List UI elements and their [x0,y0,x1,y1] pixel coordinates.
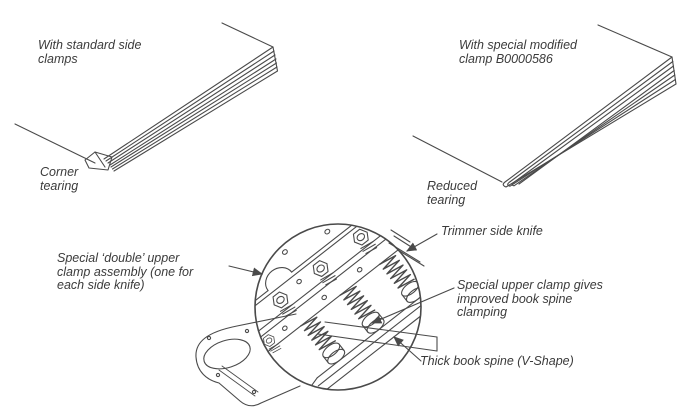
label-double-clamp-assembly: Special ‘double’ upper clamp assembly (o… [57,251,194,292]
leader-arrows [228,233,455,362]
label-standard-clamps: With standard side clamps [38,38,142,66]
clamp-foot-bar [308,266,421,390]
book-modified-drawing [412,24,677,188]
label-corner-tearing: Corner tearing [40,165,79,193]
torn-corner-detail [84,151,113,171]
label-thick-book-spine: Thick book spine (V-Shape) [420,354,574,368]
arrow-upper-clamp [370,287,455,324]
arrow-double-clamp [228,265,264,277]
book-spine-bar [317,321,438,352]
detail-circle-outline [254,223,422,391]
arrow-book-spine [393,336,422,362]
book-standard-drawing [14,22,279,172]
label-modified-clamp: With special modified clamp B0000586 [459,38,577,66]
label-trimmer-side-knife: Trimmer side knife [441,224,543,238]
arrow-trimmer-knife [406,233,438,252]
label-special-upper-clamp: Special upper clamp gives improved book … [457,278,603,319]
clamp-bracket-arm [195,313,301,407]
label-reduced-tearing: Reduced tearing [427,179,478,207]
